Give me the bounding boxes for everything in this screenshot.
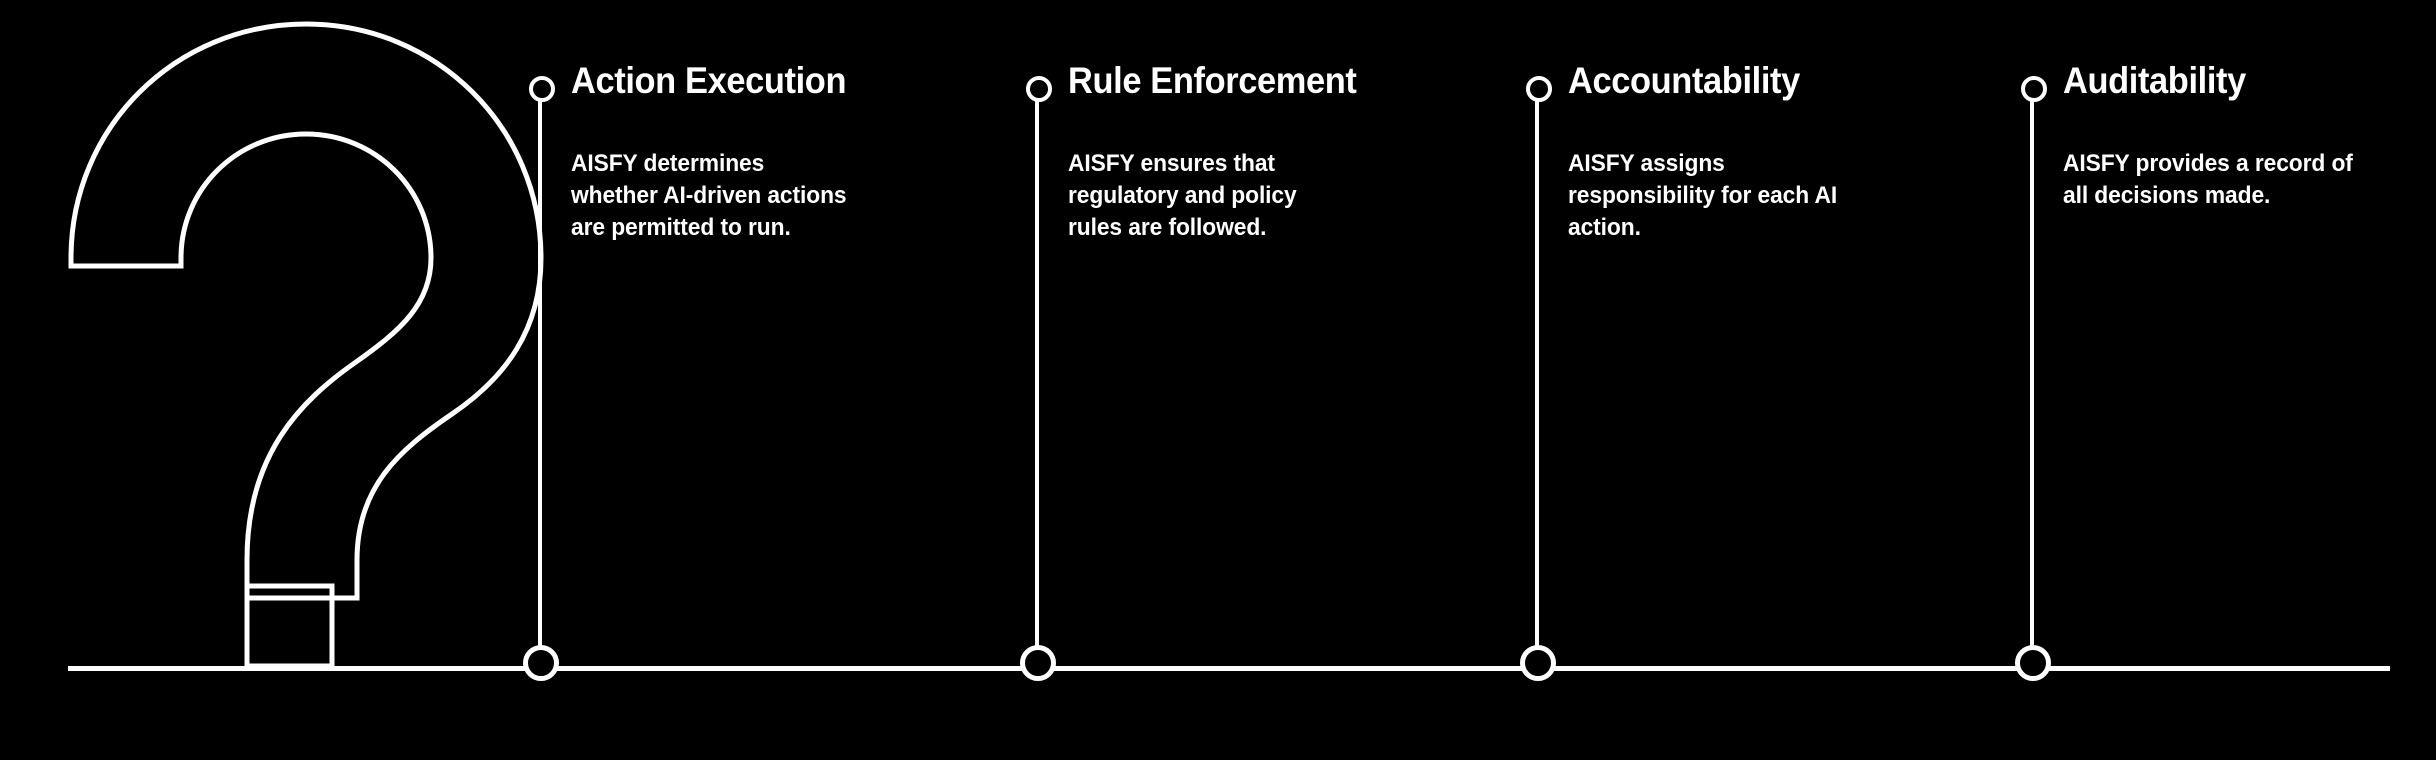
- milestone-title: Auditability: [2063, 60, 2246, 101]
- milestone-baseline-marker-icon: [523, 645, 559, 681]
- milestone-auditability[interactable]: Auditability AISFY provides a record of …: [2015, 0, 2436, 760]
- milestone-rule-enforcement[interactable]: Rule Enforcement AISFY ensures that regu…: [1020, 0, 1496, 760]
- milestone-description: AISFY determines whether AI-driven actio…: [571, 150, 847, 241]
- milestone-description: AISFY ensures that regulatory and policy…: [1068, 150, 1297, 241]
- milestone-baseline-marker-icon: [1020, 645, 1056, 681]
- milestone-connector-line: [1535, 100, 1539, 670]
- milestone-title: Action Execution: [571, 60, 847, 101]
- milestone-connector-line: [2030, 100, 2034, 670]
- milestone-top-marker-icon: [529, 76, 555, 102]
- milestone-description: AISFY provides a record of all decisions…: [2063, 150, 2353, 209]
- milestone-description: AISFY assigns responsibility for each AI…: [1568, 150, 1838, 241]
- milestone-title: Accountability: [1568, 60, 1800, 101]
- milestone-baseline-marker-icon: [1520, 645, 1556, 681]
- milestone-connector-line: [538, 100, 542, 670]
- milestone-connector-line: [1035, 100, 1039, 670]
- milestone-top-marker-icon: [1526, 76, 1552, 102]
- milestone-accountability[interactable]: Accountability AISFY assigns responsibil…: [1520, 0, 1996, 760]
- milestone-baseline-marker-icon: [2015, 645, 2051, 681]
- timeline-baseline: [68, 666, 2390, 671]
- milestone-action-execution[interactable]: Action Execution AISFY determines whethe…: [523, 0, 999, 760]
- milestone-top-marker-icon: [1026, 76, 1052, 102]
- milestone-top-marker-icon: [2021, 76, 2047, 102]
- milestone-title: Rule Enforcement: [1068, 60, 1357, 101]
